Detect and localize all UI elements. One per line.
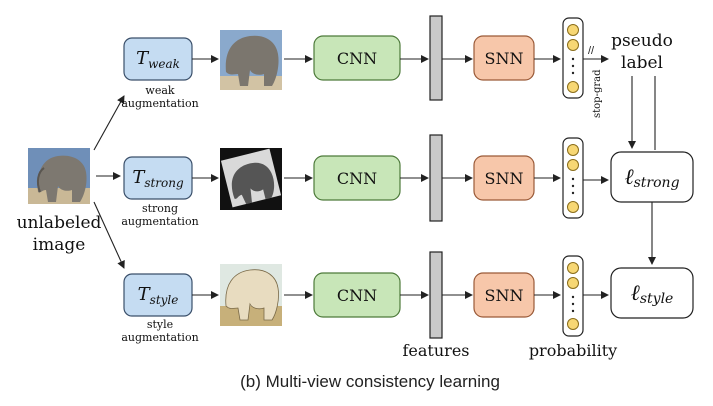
pseudo-label-line2: label xyxy=(621,53,663,73)
transform-strong-label: Tstrong xyxy=(132,167,184,190)
input-label-line1: unlabeled xyxy=(17,213,102,233)
features-label: features xyxy=(403,341,470,360)
style-aug-image xyxy=(220,264,282,326)
cnn-style-label: CNN xyxy=(337,286,377,305)
aug-strong-line2: augmentation xyxy=(121,215,198,228)
cnn-weak-label: CNN xyxy=(337,49,377,68)
arrow-input-to-style xyxy=(93,201,125,269)
strong-aug-image xyxy=(220,148,282,210)
aug-weak-line2: augmentation xyxy=(121,97,198,110)
loss-strong-label: ℓstrong xyxy=(624,165,679,191)
input-image xyxy=(28,148,90,204)
snn-weak-label: SNN xyxy=(485,49,524,68)
feature-style xyxy=(429,251,443,339)
snn-strong-label: SNN xyxy=(485,169,524,188)
arrow-input-to-weak xyxy=(93,95,125,151)
probability-label: probability xyxy=(529,341,617,360)
snn-weak-box xyxy=(473,35,535,81)
branch-weak: Tweak weak augmentation CNN SNN // stop-… xyxy=(121,15,673,118)
branch-style: Tstyle style augmentation CNN SNN ℓstyle xyxy=(121,251,694,344)
aug-strong-line1: strong xyxy=(142,202,178,215)
transform-weak-label: Tweak xyxy=(136,48,180,71)
feature-strong xyxy=(429,134,443,222)
transform-style-label: Tstyle xyxy=(138,284,179,307)
stop-grad-label: stop-grad xyxy=(592,69,603,118)
feature-weak xyxy=(429,15,443,101)
prob-weak xyxy=(562,17,584,99)
input-label-line2: image xyxy=(33,235,86,255)
aug-weak-line1: weak xyxy=(145,84,174,97)
loss-style-box xyxy=(610,267,694,319)
cnn-strong-label: CNN xyxy=(337,169,377,188)
pseudo-label-line1: pseudo xyxy=(611,31,673,51)
aug-style-line2: augmentation xyxy=(121,331,198,344)
cnn-weak-box xyxy=(313,35,401,81)
branch-strong: Tstrong strong augmentation CNN SNN xyxy=(121,134,694,228)
weak-aug-image xyxy=(220,30,282,90)
figure-caption: (b) Multi-view consistency learning xyxy=(240,372,500,391)
aug-style-line1: style xyxy=(147,318,173,331)
stop-grad-symbol: // xyxy=(588,45,595,57)
loss-style-label: ℓstyle xyxy=(631,281,674,307)
prob-style xyxy=(562,255,584,337)
snn-style-label: SNN xyxy=(485,286,524,305)
prob-strong xyxy=(562,137,584,219)
